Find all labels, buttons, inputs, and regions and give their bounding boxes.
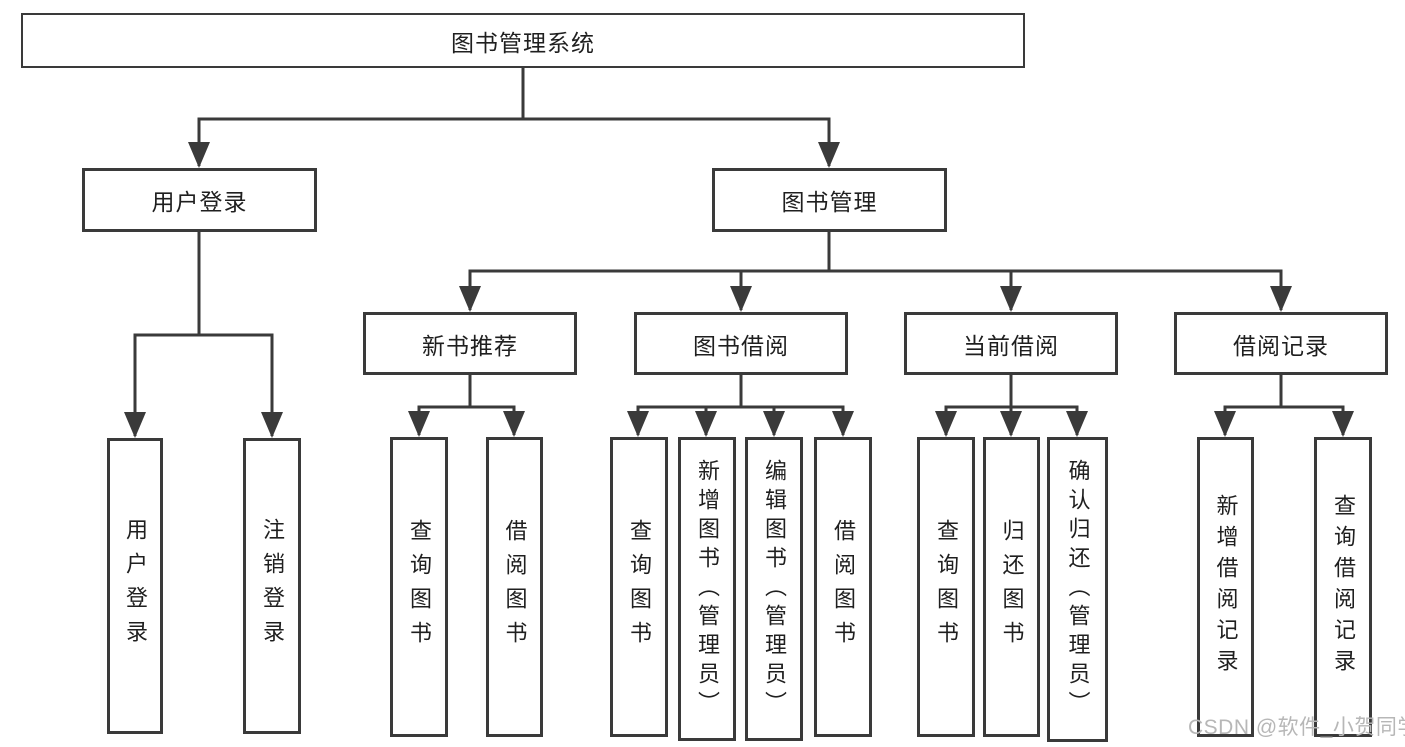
node-label: 用户登录 — [151, 189, 248, 215]
node-label: 当前借阅 — [963, 332, 1059, 359]
node-return-book: 归还图书 — [983, 437, 1040, 737]
node-book-management: 图书管理 — [712, 168, 947, 232]
node-logout-login: 注销登录 — [243, 438, 301, 734]
node-borrow-records: 借阅记录 — [1174, 312, 1388, 375]
node-query-book-borrow: 查询图书 — [610, 437, 668, 737]
node-label: 图书借阅 — [693, 332, 789, 359]
node-label: 新增借阅记录 — [1213, 494, 1239, 680]
node-current-borrow: 当前借阅 — [904, 312, 1118, 375]
node-label: 确认归还（管理员） — [1065, 459, 1091, 720]
node-label: 图书管理系统 — [451, 29, 595, 56]
node-label: 归还图书 — [999, 519, 1025, 655]
node-add-book-admin: 新增图书（管理员） — [678, 437, 736, 741]
node-label: 新增图书（管理员） — [695, 458, 720, 720]
node-book-borrow: 图书借阅 — [634, 312, 848, 375]
node-label: 注销登录 — [260, 518, 285, 654]
node-borrow-book-newrec: 借阅图书 — [486, 437, 543, 737]
node-user-login-group: 用户登录 — [82, 168, 317, 232]
node-label: 用户登录 — [123, 518, 148, 654]
node-label: 编辑图书（管理员） — [762, 458, 787, 720]
node-label: 图书管理 — [781, 189, 878, 215]
node-borrow-book-borrow: 借阅图书 — [814, 437, 872, 737]
node-label: 借阅图书 — [831, 519, 856, 655]
node-new-book-recommend: 新书推荐 — [363, 312, 577, 375]
node-label: 借阅图书 — [502, 519, 528, 655]
node-edit-book-admin: 编辑图书（管理员） — [745, 437, 803, 741]
node-add-borrow-record: 新增借阅记录 — [1197, 437, 1254, 737]
node-label: 查询借阅记录 — [1331, 494, 1356, 680]
node-label: 查询图书 — [407, 519, 432, 655]
node-query-book-newrec: 查询图书 — [390, 437, 448, 737]
node-label: 查询图书 — [934, 519, 959, 655]
watermark-text: CSDN @软件_小贺同学 — [1188, 716, 1405, 739]
node-label: 查询图书 — [627, 519, 652, 655]
node-query-borrow-record: 查询借阅记录 — [1314, 437, 1372, 737]
node-label: 新书推荐 — [422, 332, 518, 359]
node-label: 借阅记录 — [1233, 332, 1329, 359]
node-query-book-current: 查询图书 — [917, 437, 975, 737]
node-library-management-system: 图书管理系统 — [21, 13, 1025, 68]
connector-paths — [133, 68, 1345, 436]
node-user-login: 用户登录 — [107, 438, 163, 734]
node-confirm-return-admin: 确认归还（管理员） — [1047, 437, 1108, 742]
